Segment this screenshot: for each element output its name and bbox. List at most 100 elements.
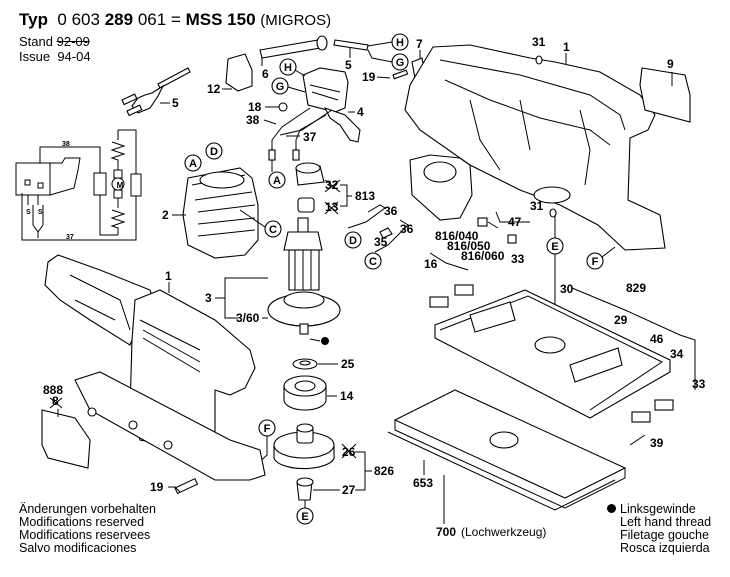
label-plate-888 — [41, 409, 91, 469]
leader-line — [294, 69, 306, 77]
spring-part — [487, 221, 499, 229]
notice-de: Änderungen vorbehalten — [19, 502, 156, 516]
connector-marker-h: H — [279, 58, 297, 76]
svg-text:G: G — [276, 81, 285, 93]
model-variant: (MIGROS) — [260, 12, 332, 29]
leader-line — [309, 338, 321, 342]
switch-part — [302, 67, 361, 143]
typ-label: Typ — [19, 10, 48, 29]
part-816-060 — [507, 234, 517, 244]
wire-label-37: 37 — [66, 234, 74, 241]
part-label-829: 829 — [626, 281, 646, 295]
part-label-14: 14 — [340, 389, 354, 403]
pad-33 — [454, 284, 474, 296]
leader-line — [376, 76, 391, 79]
equals-sign: = — [170, 10, 181, 29]
bracket-829 — [571, 287, 696, 390]
screw-part — [174, 477, 199, 495]
switch-label-s2: S — [38, 209, 43, 216]
part-label-33-right: 33 — [692, 377, 706, 391]
part-label-34: 34 — [670, 347, 684, 361]
part-label-18: 18 — [248, 100, 262, 114]
part-label-3: 3 — [205, 291, 212, 305]
connector-marker-c: C — [364, 252, 382, 270]
housing-shell-part — [404, 44, 666, 251]
part-number-suffix: 061 — [137, 10, 167, 29]
svg-text:C: C — [369, 256, 377, 268]
notice-en: Modifications reserved — [19, 515, 145, 529]
svg-text:C: C — [269, 224, 277, 236]
grommet-part — [316, 35, 328, 51]
part-label-39: 39 — [650, 436, 664, 450]
connector-marker-a: A — [184, 154, 202, 172]
part-label-4: 4 — [357, 105, 364, 119]
part-label-653: 653 — [413, 476, 433, 490]
part-label-8: 8 — [52, 394, 59, 408]
part-number-prefix: 0 603 — [57, 10, 100, 29]
label-plate-9 — [639, 67, 691, 123]
part-label-38: 38 — [246, 113, 260, 127]
bracket-47 — [495, 211, 530, 223]
connector-marker-f: F — [258, 419, 276, 437]
part-label-35: 35 — [374, 235, 388, 249]
part-label-37: 37 — [303, 130, 317, 144]
bracket-826 — [355, 451, 372, 491]
part-label-36-upper: 36 — [384, 204, 398, 218]
notice-fr: Modifications reservees — [19, 528, 151, 542]
part-label-25: 25 — [341, 357, 355, 371]
part-label-2: 2 — [162, 208, 169, 222]
screw-part — [392, 69, 409, 80]
motor-symbol-label: M — [117, 181, 124, 190]
svg-text:E: E — [551, 241, 558, 253]
svg-text:E: E — [301, 511, 308, 523]
svg-text:F: F — [592, 256, 599, 268]
armature-part — [267, 217, 341, 335]
connector-marker-h: H — [391, 33, 409, 51]
leader-line — [367, 41, 393, 47]
svg-text:H: H — [396, 37, 404, 49]
part-label-816-050: 816/050 — [447, 239, 491, 253]
part-label-29: 29 — [614, 313, 628, 327]
part-label-12: 12 — [207, 82, 221, 96]
connector-marker-g: G — [391, 53, 409, 71]
part-label-5-cord: 5 — [172, 96, 179, 110]
svg-text:A: A — [189, 158, 197, 170]
bracket-16 — [429, 252, 469, 271]
pad-33 — [631, 411, 651, 423]
part-label-26: 26 — [342, 445, 356, 459]
power-plug-icon — [121, 67, 191, 117]
part-label-30: 30 — [560, 282, 574, 296]
strain-relief-part — [225, 53, 253, 92]
part-label-888: 888 — [43, 383, 63, 397]
svg-text:D: D — [210, 146, 218, 158]
connector-marker-d: D — [205, 142, 223, 160]
part-label-5-cord-segment: 5 — [345, 58, 352, 72]
wiring-schematic: M 38 37 S S — [15, 129, 142, 241]
left-thread-dot-icon — [321, 337, 329, 345]
title-line: Typ 0 603 289 061 = MSS 150 (MIGROS) — [19, 10, 331, 30]
electronic-module-part — [409, 154, 473, 221]
svg-text:A: A — [273, 175, 281, 187]
sanding-sheet-part — [387, 431, 616, 511]
base-plate-part — [434, 289, 671, 419]
part-number-main: 289 — [104, 10, 134, 29]
part-label-31-lower: 31 — [530, 199, 544, 213]
bushing-27-part — [296, 477, 314, 501]
part-label-816-060: 816/060 — [461, 249, 505, 263]
legend-es: Rosca izquierda — [620, 541, 710, 555]
stand-value: 92-09 — [56, 34, 90, 49]
field-coil-part — [182, 167, 259, 259]
strike-mark — [341, 443, 357, 459]
part-label-700: 700 — [436, 525, 456, 539]
wire-37-path — [279, 109, 333, 136]
part-label-9: 9 — [667, 57, 674, 71]
part-label-3-60: 3/60 — [236, 311, 260, 325]
leader-line — [601, 246, 616, 258]
leader-line — [168, 486, 181, 493]
pad-33 — [654, 399, 674, 411]
washer-hole — [299, 360, 311, 366]
part-label-1-top: 1 — [563, 40, 570, 54]
svg-text:H: H — [284, 62, 292, 74]
part-label-27: 27 — [342, 483, 356, 497]
part-label-813: 813 — [355, 189, 375, 203]
